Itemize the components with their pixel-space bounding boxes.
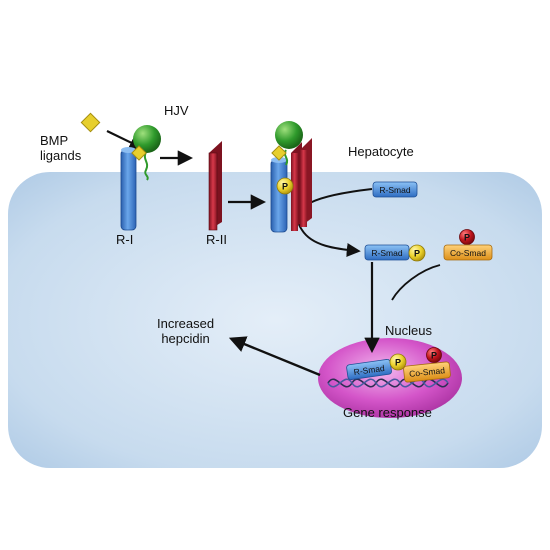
- phospho-rsmad: [408, 244, 426, 262]
- nucleus-label: Nucleus: [385, 323, 432, 338]
- hepatocyte-label: Hepatocyte: [348, 144, 414, 159]
- phospho-rsmad-label: P: [414, 249, 420, 259]
- phospho-complex-label: P: [282, 182, 288, 192]
- cosmad-nuclear-bead: [426, 347, 442, 363]
- cosmad-nuclear-label: Co-Smad: [409, 365, 446, 379]
- bmp-ligands-label: BMP ligands: [40, 133, 81, 163]
- increased-hepcidin-label: Increased hepcidin: [157, 316, 214, 346]
- bmp-ligand-free: [80, 112, 101, 133]
- rsmad-nuclear: [346, 358, 392, 380]
- r1-receptor-left: [120, 147, 137, 231]
- receptor-complex: [270, 121, 312, 233]
- r2-receptor: [208, 141, 222, 231]
- dna-helix: [327, 378, 449, 388]
- cosmad-free-bead: [459, 229, 475, 245]
- ligands-text: ligands: [40, 148, 82, 163]
- arrow-rsmad-phosphorylation: [296, 188, 373, 257]
- gene-response-label: Gene response: [343, 405, 432, 420]
- nucleus-ellipse: [318, 338, 462, 418]
- rsmad-free-label: R-Smad: [379, 185, 410, 195]
- hjv-label: HJV: [164, 103, 189, 118]
- hjv-protein: [133, 125, 161, 181]
- r2-label: R-II: [206, 232, 227, 247]
- phospho-nuclear-label: P: [395, 358, 401, 368]
- bmp-ligand-bound-left: [131, 145, 147, 161]
- cosmad-free: [443, 244, 493, 261]
- r1-label: R-I: [116, 232, 134, 247]
- phospho-complex: [276, 177, 294, 195]
- rsmad-nuclear-label: R-Smad: [353, 363, 386, 377]
- rsmad-free: [372, 181, 418, 198]
- cosmad-nuclear-bead-label: P: [431, 351, 437, 361]
- bmp-text: BMP: [40, 133, 69, 148]
- line-cosmad-join: [391, 264, 441, 301]
- cosmad-free-label: Co-Smad: [450, 248, 486, 258]
- rsmad-phosphorylated-label: R-Smad: [371, 248, 402, 258]
- hepcidin-text: hepcidin: [161, 331, 210, 346]
- arrow-to-hepcidin: [228, 336, 321, 377]
- cosmad-free-bead-label: P: [464, 233, 470, 243]
- increased-text: Increased: [157, 316, 215, 331]
- phospho-nuclear: [389, 353, 407, 371]
- cosmad-nuclear: [403, 361, 451, 383]
